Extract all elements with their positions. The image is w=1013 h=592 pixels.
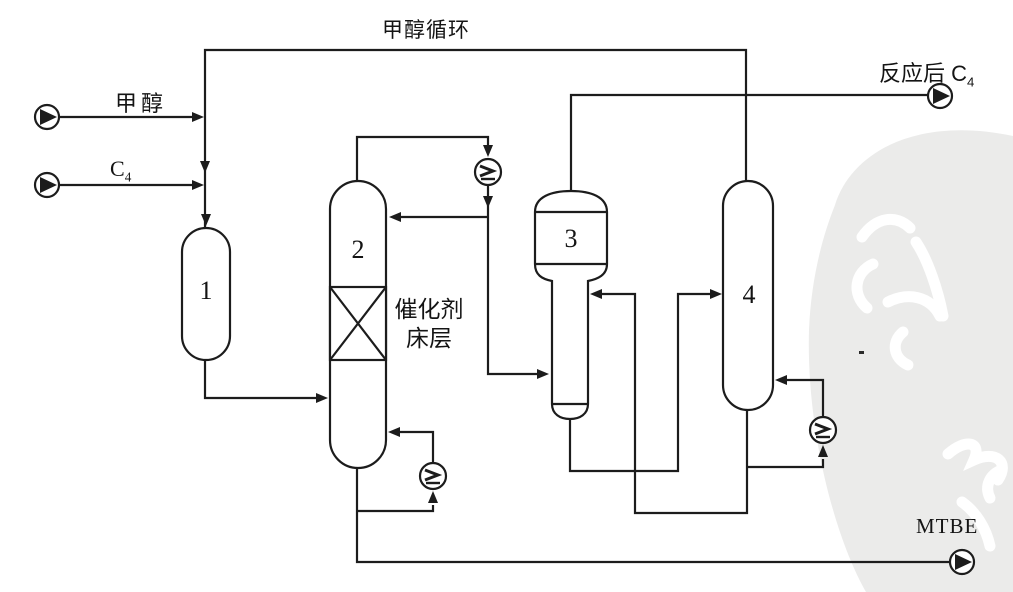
vessel-1-drum (180, 226, 232, 362)
pumps (33, 82, 976, 576)
arrow-left-icon (775, 375, 787, 385)
vessel4-reboiler-heat-exchanger-icon (808, 415, 838, 445)
arrow-down-icon (201, 214, 211, 226)
vessel-2-number: 2 (351, 235, 365, 264)
catalyst-bed-label: 催化剂 床层 (386, 295, 472, 353)
reacted-c4-subscript: 4 (967, 74, 975, 90)
c4-pump-icon (33, 171, 61, 199)
vessels (180, 179, 775, 470)
arrow-down-icon (483, 145, 493, 157)
arrow-left-icon (389, 212, 401, 222)
pipe-vessel1-bottoms (203, 360, 318, 400)
pipe-vessel2-reboiler-loop (357, 430, 435, 513)
arrow-down-icon (200, 161, 210, 173)
vessel-3-tangent-lines (535, 210, 607, 406)
pipe-vessel3-bottoms (568, 292, 712, 473)
arrow-left-icon (590, 289, 602, 299)
scan-dot-artifact (859, 351, 864, 354)
pipe-methanol-recycle (203, 48, 748, 228)
flow-arrows (192, 112, 828, 503)
heat-exchangers (418, 157, 838, 491)
pipe-reacted-c4 (569, 93, 929, 192)
methanol-pump-icon (33, 103, 61, 131)
reacted-c4-label: 反应后 C4 (879, 56, 974, 89)
pipe-vessel4-bottoms (600, 292, 749, 515)
methanol-recycle-label: 甲醇循环 (382, 19, 470, 42)
c4-feed-subscript: 4 (124, 169, 132, 185)
arrow-right-icon (192, 180, 204, 190)
pipe-mtbe-product (355, 468, 950, 564)
c4-feed-symbol: C (110, 156, 125, 181)
catalyst-bed (328, 285, 388, 362)
catalyst-bed-label-line2: 床层 (406, 325, 452, 351)
pipe-vessel4-reboiler-loop (747, 378, 825, 469)
c4-feed-label: C4 (110, 156, 131, 185)
catalyst-bed-cross (329, 286, 387, 361)
arrow-right-icon (192, 112, 204, 122)
arrow-right-icon (710, 289, 722, 299)
arrow-left-icon (388, 427, 400, 437)
pipe-condenser-outlet (486, 186, 539, 376)
vessel-3-number: 3 (564, 224, 578, 253)
arrow-up-icon (818, 445, 828, 457)
catalyst-bed-label-line1: 催化剂 (394, 296, 464, 322)
pipes (59, 48, 950, 564)
arrow-up-icon (428, 491, 438, 503)
vessel-1-number: 1 (199, 276, 213, 305)
vessel-4-number: 4 (742, 280, 756, 309)
condenser-heat-exchanger-icon (473, 157, 503, 187)
reacted-c4-text: 反应后 C (879, 61, 968, 86)
watermark (808, 130, 1013, 592)
arrow-down-icon (483, 196, 493, 208)
vessel-4-recovery-column (721, 179, 775, 412)
methanol-feed-label: 甲醇 (115, 91, 168, 116)
vessel2-reboiler-heat-exchanger-icon (418, 461, 448, 491)
arrow-right-icon (537, 369, 549, 379)
mtbe-product-label: MTBE (916, 514, 979, 538)
pipe-vessel2-overhead (355, 135, 490, 182)
reacted-c4-pump-icon (926, 82, 954, 110)
arrow-right-icon (316, 393, 328, 403)
watermark-calligraphy (851, 213, 1008, 552)
mtbe-pump-icon (948, 548, 976, 576)
vessel-3-extraction-column (533, 189, 609, 421)
